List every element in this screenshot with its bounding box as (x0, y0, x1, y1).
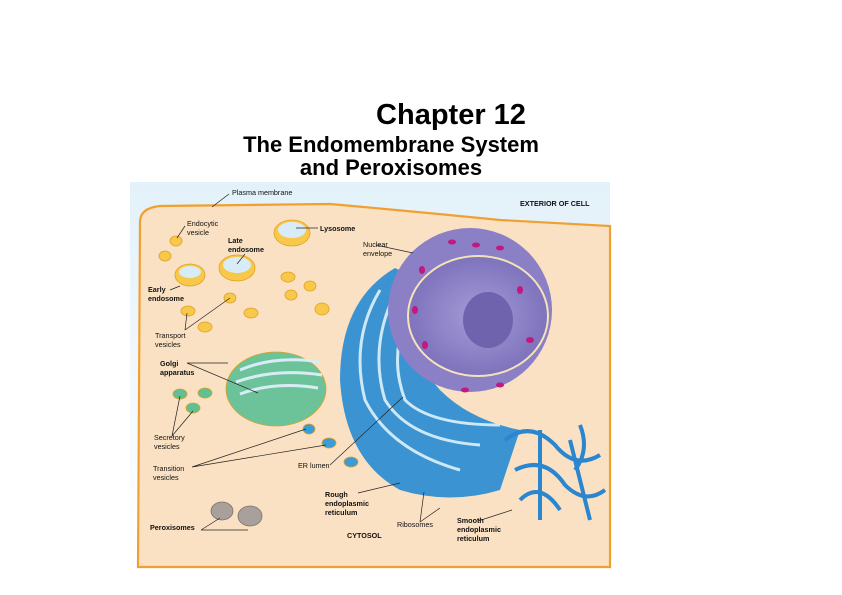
title-line-2: and Peroxisomes (299, 155, 483, 180)
label-golgi: Golgi (160, 359, 178, 368)
rough-er (340, 268, 520, 498)
title-line-1: The Endomembrane System (243, 132, 539, 157)
label-rough-er-3: reticulum (325, 508, 357, 517)
label-smooth-er-2: endoplasmic (457, 525, 501, 534)
label-lysosome: Lysosome (320, 224, 355, 233)
label-endocytic-vesicle: Endocytic (187, 219, 219, 228)
label-nuclear-envelope: Nuclear (363, 240, 388, 249)
label-transport-vesicles-2: vesicles (155, 340, 181, 349)
label-cytosol: CYTOSOL (347, 531, 382, 540)
leader-lines (169, 193, 513, 531)
chapter-heading: Chapter 12 (376, 99, 526, 131)
label-late-endosome: Late (228, 236, 243, 245)
transition-vesicles (302, 423, 359, 468)
label-ribosomes: Ribosomes (397, 520, 433, 529)
label-golgi-2: apparatus (160, 368, 194, 377)
label-secretory-vesicles: Secretory (154, 433, 185, 442)
label-plasma-membrane: Plasma membrane (232, 188, 292, 197)
label-er-lumen: ER lumen (298, 461, 330, 470)
label-late-endosome-2: endosome (228, 245, 264, 254)
label-transition-vesicles-2: vesicles (153, 473, 179, 482)
label-rough-er: Rough (325, 490, 348, 499)
label-smooth-er: Smooth (457, 516, 484, 525)
label-rough-er-2: endoplasmic (325, 499, 369, 508)
label-transport-vesicles: Transport (155, 331, 186, 340)
label-endocytic-vesicle-2: vesicle (187, 228, 209, 237)
label-early-endosome: Early (148, 285, 166, 294)
smooth-er (503, 424, 607, 521)
label-transition-vesicles: Transition (153, 464, 184, 473)
label-early-endosome-2: endosome (148, 294, 184, 303)
label-exterior-of-cell: EXTERIOR OF CELL (520, 199, 590, 208)
vesicle-lumens (179, 222, 306, 278)
label-nuclear-envelope-2: envelope (363, 249, 392, 258)
label-smooth-er-3: reticulum (457, 534, 489, 543)
golgi-apparatus (225, 351, 327, 427)
peroxisomes (210, 501, 263, 527)
label-peroxisomes: Peroxisomes (150, 523, 195, 532)
nucleus (388, 228, 552, 393)
label-secretory-vesicles-2: vesicles (154, 442, 180, 451)
